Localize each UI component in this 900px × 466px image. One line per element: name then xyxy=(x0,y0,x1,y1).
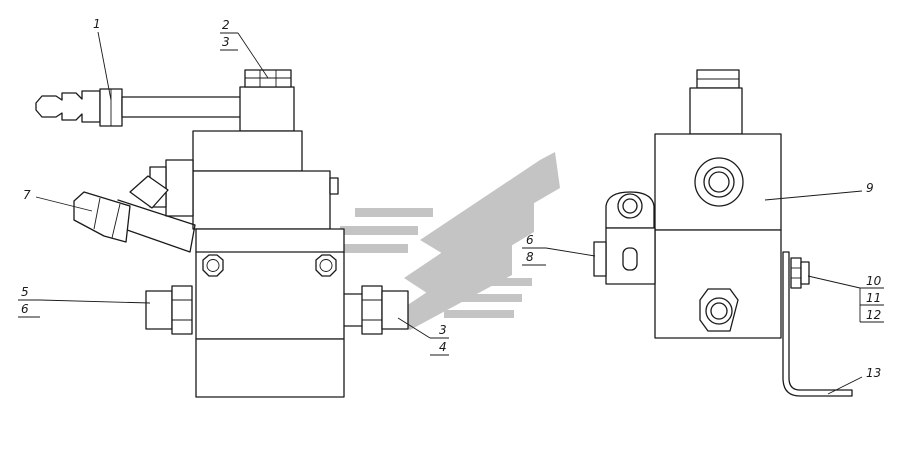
watermark-logo xyxy=(330,152,560,330)
callout-8: 8 xyxy=(526,250,534,264)
leader-lines xyxy=(18,31,884,395)
valve-lower-body xyxy=(195,228,345,398)
callout-12: 12 xyxy=(866,308,881,322)
left-view-assembly xyxy=(35,69,409,398)
callout-3-bottom: 3 xyxy=(439,323,447,337)
left-port-fitting xyxy=(145,285,193,335)
callout-7: 7 xyxy=(23,188,31,202)
callout-3-top: 3 xyxy=(222,35,230,49)
right-side-fitting xyxy=(593,191,656,285)
callout-2: 2 xyxy=(222,18,230,32)
callout-5: 5 xyxy=(21,285,29,299)
angled-fitting xyxy=(73,159,196,253)
callout-11: 11 xyxy=(866,291,881,305)
callout-labels: 1 2 3 7 5 6 3 4 9 6 8 10 11 12 13 xyxy=(21,17,882,380)
callout-13: 13 xyxy=(866,366,881,380)
hose-nipple xyxy=(35,88,243,127)
callout-1: 1 xyxy=(93,17,101,31)
right-view-assembly xyxy=(593,69,853,397)
callout-10: 10 xyxy=(866,274,882,288)
right-port-fitting xyxy=(343,285,409,335)
mounting-bracket xyxy=(782,251,853,397)
banjo-fitting xyxy=(239,69,295,132)
callout-4: 4 xyxy=(439,340,447,354)
valve-upper-body xyxy=(192,130,339,230)
callout-9: 9 xyxy=(866,181,874,195)
callout-6-left: 6 xyxy=(21,302,29,316)
right-valve-body xyxy=(654,133,782,339)
right-top-bolt xyxy=(689,69,743,135)
callout-6-right: 6 xyxy=(526,233,534,247)
